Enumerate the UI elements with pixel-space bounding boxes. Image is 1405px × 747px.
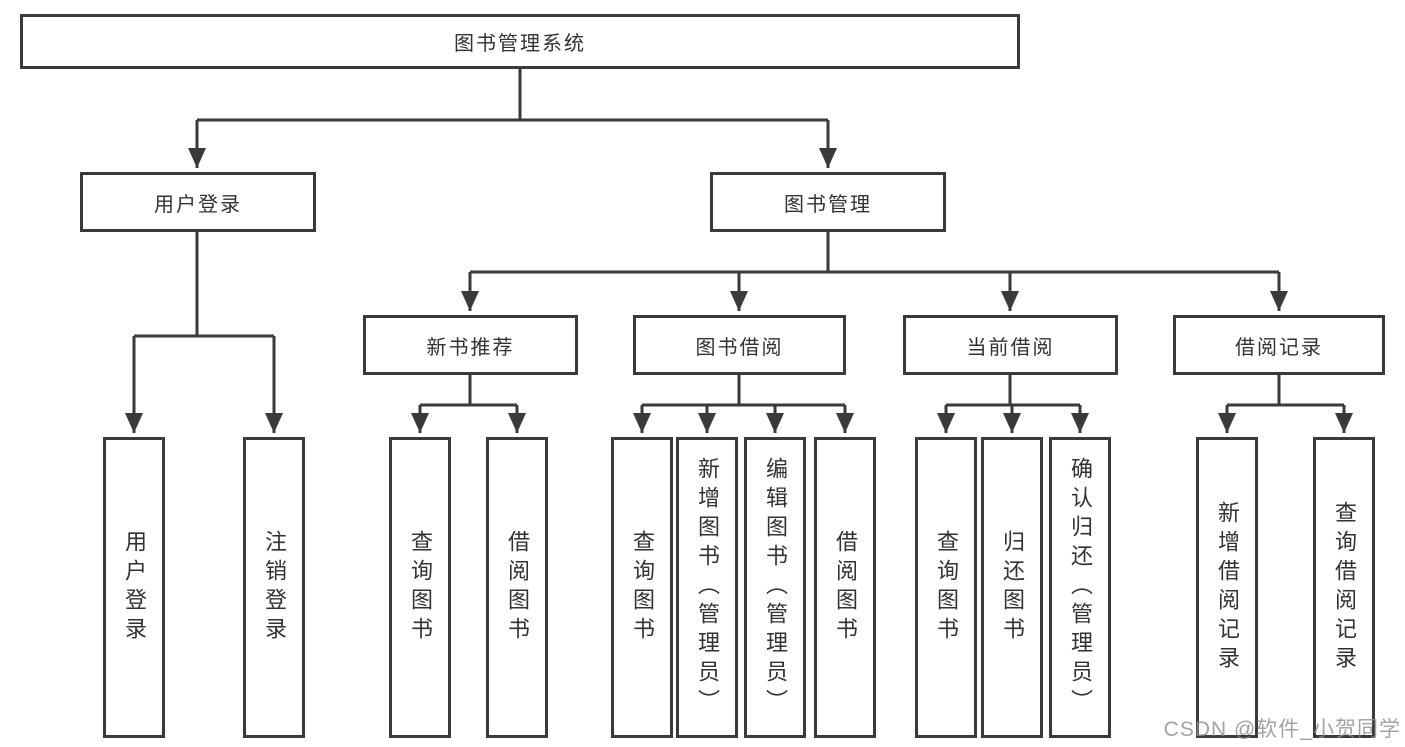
leaf-borrow-book-2-label: 借阅图书: [833, 529, 858, 646]
leaf-return-book: 归还图书: [981, 437, 1043, 738]
root-node-library-management-system: 图书管理系统: [20, 14, 1020, 69]
leaf-logout: 注销登录: [243, 437, 305, 738]
leaf-return-book-label: 归还图书: [1000, 529, 1025, 646]
leaf-query-book-1: 查询图书: [389, 437, 451, 738]
node-borrow-record-label: 借阅记录: [1235, 336, 1323, 359]
leaf-add-borrow-record-label: 新增借阅记录: [1215, 500, 1240, 675]
leaf-edit-book-admin-label: 编辑图书（管理员）: [763, 457, 788, 718]
node-current-borrow: 当前借阅: [903, 315, 1118, 375]
leaf-query-book-3-label: 查询图书: [934, 529, 959, 646]
node-book-management-label: 图书管理: [784, 193, 872, 216]
leaf-query-book-3: 查询图书: [915, 437, 977, 738]
leaf-add-borrow-record: 新增借阅记录: [1196, 437, 1258, 738]
leaf-add-book-admin-label: 新增图书（管理员）: [695, 457, 720, 718]
node-book-management: 图书管理: [710, 172, 946, 232]
leaf-user-login: 用户登录: [103, 437, 165, 738]
leaf-borrow-book-2: 借阅图书: [814, 437, 876, 738]
leaf-edit-book-admin: 编辑图书（管理员）: [744, 437, 806, 738]
leaf-logout-label: 注销登录: [262, 529, 287, 646]
leaf-confirm-return-admin: 确认归还（管理员）: [1049, 437, 1111, 738]
leaf-query-borrow-record: 查询借阅记录: [1313, 437, 1375, 738]
leaf-query-book-1-label: 查询图书: [408, 529, 433, 646]
node-new-book-recommend-label: 新书推荐: [426, 336, 515, 359]
node-new-book-recommend: 新书推荐: [363, 315, 578, 375]
node-borrow-record: 借阅记录: [1173, 315, 1385, 375]
root-node-label: 图书管理系统: [454, 33, 586, 55]
leaf-query-book-2: 查询图书: [611, 437, 673, 738]
leaf-query-book-2-label: 查询图书: [630, 529, 655, 646]
node-user-login-label: 用户登录: [154, 193, 242, 216]
leaf-user-login-label: 用户登录: [122, 529, 147, 646]
leaf-query-borrow-record-label: 查询借阅记录: [1332, 500, 1357, 675]
node-book-borrow: 图书借阅: [633, 315, 846, 375]
node-user-login: 用户登录: [80, 172, 316, 232]
node-book-borrow-label: 图书借阅: [695, 336, 784, 359]
leaf-add-book-admin: 新增图书（管理员）: [676, 437, 738, 738]
node-current-borrow-label: 当前借阅: [966, 336, 1055, 359]
leaf-borrow-book-1: 借阅图书: [486, 437, 548, 738]
leaf-borrow-book-1-label: 借阅图书: [505, 529, 530, 646]
leaf-confirm-return-admin-label: 确认归还（管理员）: [1068, 457, 1093, 718]
